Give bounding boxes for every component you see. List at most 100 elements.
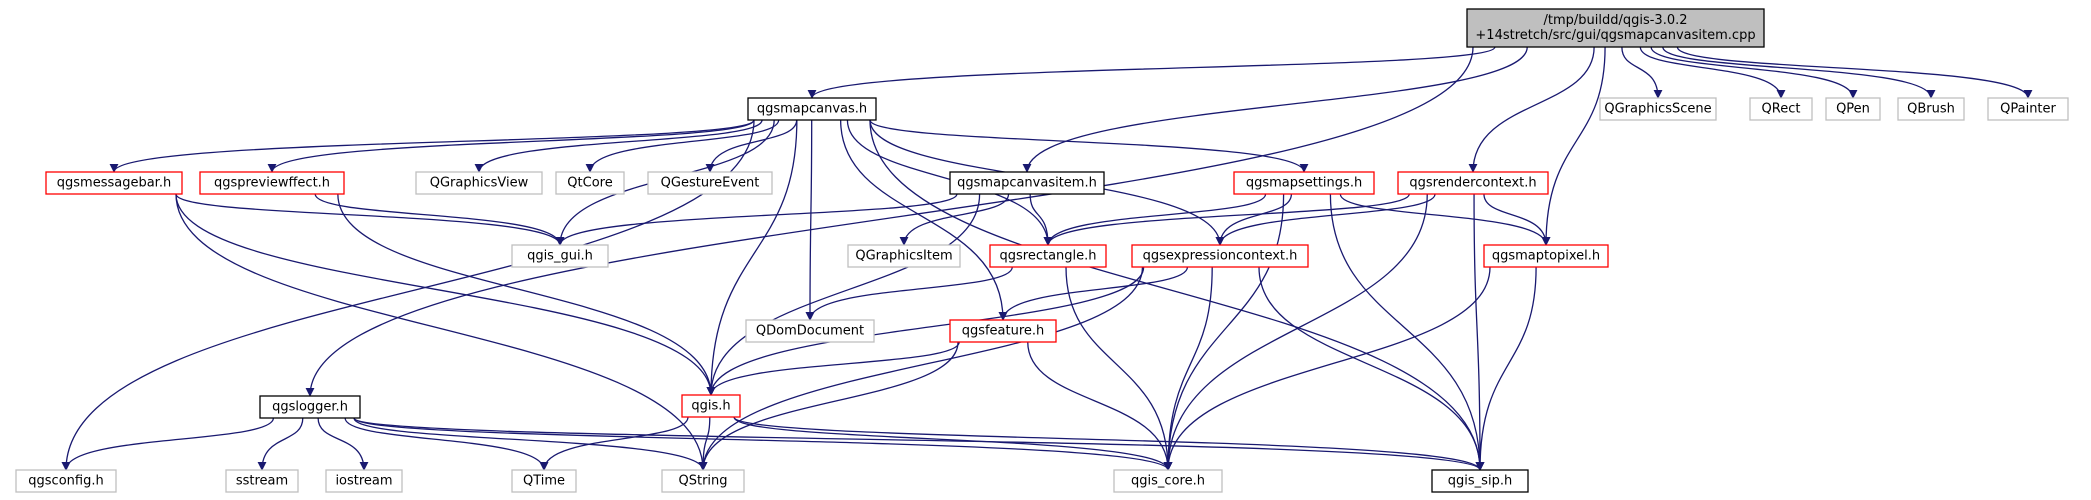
node-qgsrendercontext[interactable]: qgsrendercontext.h: [1397, 171, 1549, 195]
node-QtCore[interactable]: QtCore: [555, 171, 625, 195]
node-root[interactable]: /tmp/buildd/qgis-3.0.2+14stretch/src/gui…: [1466, 8, 1765, 48]
node-label-qgsconfig: qgsconfig.h: [28, 474, 103, 489]
node-QBrush[interactable]: QBrush: [1897, 97, 1965, 121]
edge-qgsmapsettings-to-qgsrectangle: [1043, 193, 1267, 246]
node-box-qgslogger[interactable]: [259, 395, 361, 419]
edge-root-to-qgsrendercontext: [1468, 46, 1595, 173]
node-qgslogger[interactable]: qgslogger.h: [259, 395, 361, 419]
node-qgsconfig[interactable]: qgsconfig.h: [15, 469, 117, 493]
edge-qgslogger-to-sstream: [257, 417, 304, 471]
node-label-QRect: QRect: [1762, 102, 1801, 117]
node-qgsfeature[interactable]: qgsfeature.h: [949, 319, 1057, 343]
edge-qgis-to-qgis_sip: [733, 416, 1485, 471]
node-box-QBrush[interactable]: [1897, 97, 1965, 121]
node-box-QGraphicsScene[interactable]: [1599, 97, 1717, 121]
node-qgsmessagebar[interactable]: qgsmessagebar.h: [45, 171, 183, 195]
node-qgsmapcanvasitem[interactable]: qgsmapcanvasitem.h: [949, 171, 1105, 195]
edge-qgsmessagebar-to-QString: [175, 193, 708, 471]
edge-qgsmapcanvas-to-QGraphicsView: [474, 119, 763, 173]
node-qgsmaptopixel[interactable]: qgsmaptopixel.h: [1483, 244, 1609, 268]
node-qgis_core[interactable]: qgis_core.h: [1113, 469, 1223, 493]
node-box-qgsexpressioncontext[interactable]: [1131, 244, 1309, 268]
node-box-qgsmapcanvas[interactable]: [747, 97, 877, 121]
node-box-qgsmapcanvasitem[interactable]: [949, 171, 1105, 195]
node-box-sstream[interactable]: [225, 469, 299, 493]
node-box-root[interactable]: [1466, 8, 1765, 48]
node-box-qgsconfig[interactable]: [15, 469, 117, 493]
node-box-qgsfeature[interactable]: [949, 319, 1057, 343]
edge-qgsexpressioncontext-to-qgis: [706, 266, 1145, 396]
node-box-qgsmaptopixel[interactable]: [1483, 244, 1609, 268]
node-box-QGraphicsItem[interactable]: [847, 244, 961, 268]
edge-qgspreviewlink-to-qgis_gui: [314, 193, 565, 246]
node-box-QDomDocument[interactable]: [745, 319, 875, 343]
edge-qgslogger-to-qgis_sip: [353, 417, 1485, 471]
edge-qgsrectangle-to-qgis_core: [1065, 266, 1173, 471]
edge-qgslogger-to-qgis_core: [353, 417, 1173, 471]
node-sstream[interactable]: sstream: [225, 469, 299, 493]
node-label-qgsmaptopixel: qgsmaptopixel.h: [1492, 249, 1600, 264]
node-QGraphicsScene[interactable]: QGraphicsScene: [1599, 97, 1717, 121]
node-label-QGestureEvent: QGestureEvent: [661, 176, 760, 191]
node-box-qgsrendercontext[interactable]: [1397, 171, 1549, 195]
node-box-qgsmessagebar[interactable]: [45, 171, 183, 195]
node-box-qgis_gui[interactable]: [511, 244, 609, 268]
edge-qgis-to-QString: [698, 416, 711, 471]
edge-qgsrendercontext-to-qgsmaptopixel: [1483, 193, 1551, 246]
edge-qgsmapcanvasitem-to-qgis: [706, 193, 981, 396]
node-label-qgsfeature: qgsfeature.h: [962, 324, 1045, 339]
node-qgsrectangle[interactable]: qgsrectangle.h: [989, 244, 1107, 268]
node-QGestureEvent[interactable]: QGestureEvent: [647, 171, 773, 195]
node-box-qgspreviewlink[interactable]: [199, 171, 345, 195]
node-qgis[interactable]: qgis.h: [681, 394, 741, 418]
node-box-qgis_core[interactable]: [1113, 469, 1223, 493]
edges-layer: [61, 46, 2033, 471]
node-box-QGraphicsView[interactable]: [415, 171, 543, 195]
node-qgis_gui[interactable]: qgis_gui.h: [511, 244, 609, 268]
node-box-QPen[interactable]: [1825, 97, 1881, 121]
node-box-QPainter[interactable]: [1987, 97, 2069, 121]
node-QGraphicsView[interactable]: QGraphicsView: [415, 171, 543, 195]
node-label-qgsrendercontext: qgsrendercontext.h: [1409, 176, 1536, 191]
node-box-QtCore[interactable]: [555, 171, 625, 195]
node-label-qgis_sip: qgis_sip.h: [1448, 474, 1512, 489]
edge-root-to-qgsmaptopixel: [1541, 46, 1606, 246]
node-box-qgsrectangle[interactable]: [989, 244, 1107, 268]
node-QDomDocument[interactable]: QDomDocument: [745, 319, 875, 343]
node-box-qgis[interactable]: [681, 394, 741, 418]
edge-root-to-QPainter: [1676, 46, 2033, 99]
node-box-QRect[interactable]: [1749, 97, 1813, 121]
edge-qgsmapcanvas-to-qgis_sip: [869, 119, 1485, 471]
node-QGraphicsItem[interactable]: QGraphicsItem: [847, 244, 961, 268]
nodes-layer: /tmp/buildd/qgis-3.0.2+14stretch/src/gui…: [15, 8, 2069, 493]
node-box-qgis_sip[interactable]: [1431, 469, 1529, 493]
node-QString[interactable]: QString: [661, 469, 745, 493]
node-box-QString[interactable]: [661, 469, 745, 493]
node-QRect[interactable]: QRect: [1749, 97, 1813, 121]
node-box-QTime[interactable]: [511, 469, 577, 493]
node-qgis_sip[interactable]: qgis_sip.h: [1431, 469, 1529, 493]
edge-qgsmapcanvas-to-qgsfeature: [840, 119, 1008, 321]
node-iostream[interactable]: iostream: [325, 469, 403, 493]
node-qgsexpressioncontext[interactable]: qgsexpressioncontext.h: [1131, 244, 1309, 268]
node-label-iostream: iostream: [335, 474, 392, 489]
node-box-qgsmapsettings[interactable]: [1233, 171, 1375, 195]
node-label-QGraphicsScene: QGraphicsScene: [1604, 102, 1711, 117]
node-QPainter[interactable]: QPainter: [1987, 97, 2069, 121]
node-QPen[interactable]: QPen: [1825, 97, 1881, 121]
node-qgspreviewlink[interactable]: qgspreviewffect.h: [199, 171, 345, 195]
edge-qgsmaptopixel-to-qgis_sip: [1475, 266, 1537, 471]
edge-qgsmapcanvasitem-to-qgsrectangle: [1029, 193, 1053, 246]
edge-qgsmessagebar-to-qgis_gui: [175, 193, 565, 246]
node-box-iostream[interactable]: [325, 469, 403, 493]
node-qgsmapcanvas[interactable]: qgsmapcanvas.h: [747, 97, 877, 121]
edge-qgsexpressioncontext-to-qgsfeature: [998, 266, 1189, 321]
edge-qgsmapcanvas-to-qgis: [706, 119, 798, 396]
edge-qgis-to-qgis_core: [733, 416, 1173, 471]
node-box-QGestureEvent[interactable]: [647, 171, 773, 195]
edge-qgsexpressioncontext-to-QString: [698, 266, 1144, 471]
node-qgsmapsettings[interactable]: qgsmapsettings.h: [1233, 171, 1375, 195]
edge-qgsmapcanvas-to-QDomDocument: [805, 119, 815, 321]
node-label-qgspreviewlink: qgspreviewffect.h: [214, 176, 330, 191]
node-QTime[interactable]: QTime: [511, 469, 577, 493]
